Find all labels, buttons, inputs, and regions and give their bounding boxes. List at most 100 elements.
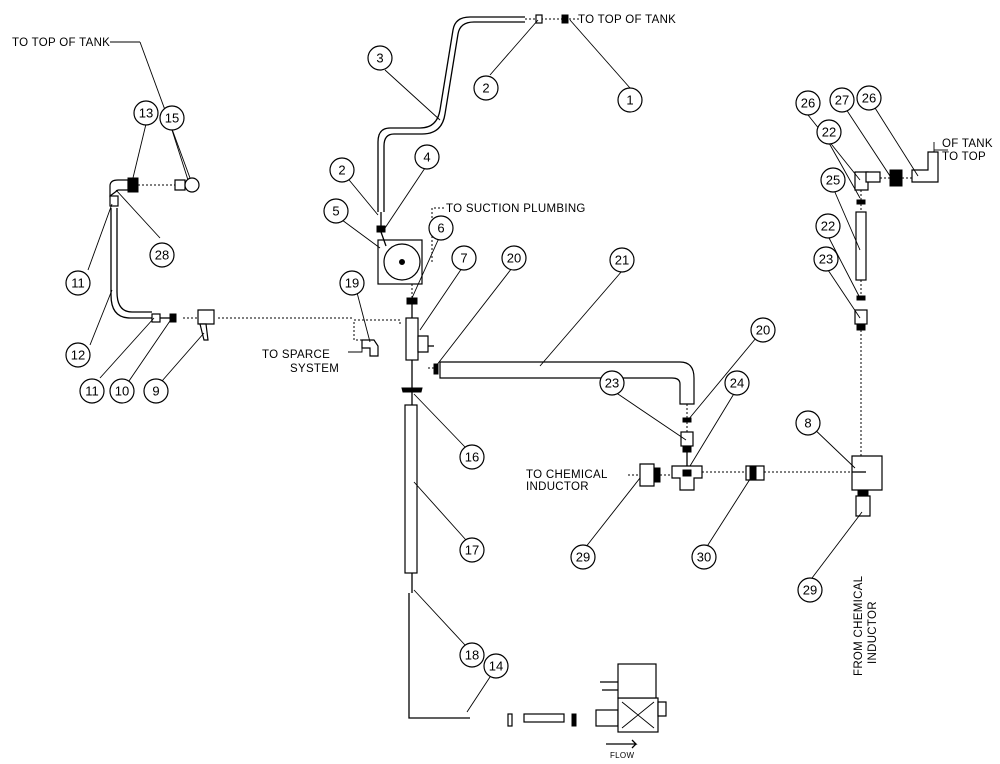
- callout-19: 19: [339, 270, 365, 296]
- hose-12: [110, 208, 152, 319]
- pipe-network: [109, 14, 948, 749]
- clamp-16: [401, 387, 423, 393]
- solenoid-wires: [600, 681, 618, 691]
- callout-14-label: 14: [489, 659, 503, 674]
- callout-23-right-label: 23: [819, 252, 833, 267]
- callout-11-lower: 11: [79, 378, 105, 404]
- fitting-2-top: [535, 14, 543, 24]
- note-top-of-tank-2: TO TOP OF TANK: [12, 37, 110, 49]
- callout-29-right-label: 29: [803, 583, 817, 598]
- elbow-26-right: [911, 151, 939, 183]
- tee-7-branch: [417, 335, 429, 353]
- callout-17-label: 17: [465, 543, 479, 558]
- callout-27: 27: [829, 87, 855, 113]
- pipe-21: [439, 361, 695, 405]
- callout-9: 9: [143, 378, 169, 404]
- hose-18: [408, 593, 470, 719]
- callout-11-lower-label: 11: [85, 384, 99, 399]
- fitting-29-left: [639, 463, 655, 487]
- callout-20-right-label: 20: [756, 323, 770, 338]
- valve-9: [197, 309, 215, 325]
- fitting-11-lower: [151, 313, 161, 323]
- callout-29-left-label: 29: [576, 550, 590, 565]
- callout-20-mid: 20: [501, 245, 527, 271]
- callout-2-mid-label: 2: [338, 163, 345, 178]
- solenoid-coil: [617, 663, 657, 699]
- note-of-tank: OF TANK: [942, 138, 993, 150]
- callout-22-lower: 22: [815, 213, 841, 239]
- leader-lines: [87, 19, 919, 713]
- elbow-26-left: [854, 171, 869, 191]
- tee-8: [851, 455, 883, 491]
- callout-20-right: 20: [750, 317, 776, 343]
- callout-13: 13: [133, 100, 159, 126]
- callout-8-label: 8: [804, 416, 811, 431]
- callout-3-label: 3: [376, 51, 383, 66]
- pump-shaft: [399, 259, 405, 265]
- callout-22-upper-label: 22: [822, 125, 836, 140]
- callout-1: 1: [617, 87, 643, 113]
- callout-22-upper: 22: [816, 119, 842, 145]
- callout-12: 12: [65, 342, 91, 368]
- clamp-14-left: [507, 713, 513, 727]
- callout-18: 18: [459, 642, 485, 668]
- callout-20-mid-label: 20: [507, 251, 521, 266]
- callout-14: 14: [483, 653, 509, 679]
- fitting-1-top: [561, 14, 569, 24]
- clamp-22-upper: [856, 199, 866, 205]
- callout-12-label: 12: [71, 348, 85, 363]
- callout-5: 5: [323, 198, 349, 224]
- clamp-20-right: [682, 417, 692, 423]
- valve-9-handle: [199, 323, 209, 341]
- suction-plumbing-line: [431, 207, 444, 262]
- clamp-22-lower: [856, 295, 866, 301]
- note-chem-inductor-line1: TO CHEMICAL: [526, 469, 608, 481]
- note-top-of-tank-1: TO TOP OF TANK: [578, 14, 676, 26]
- callout-27-label: 27: [835, 93, 849, 108]
- callout-6: 6: [428, 215, 454, 241]
- bushing-27: [889, 169, 903, 187]
- callout-6-label: 6: [437, 221, 444, 236]
- callout-23-mid: 23: [599, 370, 625, 396]
- tee-24: [671, 465, 703, 491]
- callout-26-right: 26: [856, 85, 882, 111]
- callout-4: 4: [414, 144, 440, 170]
- hose-25: [855, 211, 867, 281]
- callout-5-label: 5: [332, 204, 339, 219]
- callout-11-left: 11: [65, 270, 91, 296]
- callout-2-top-label: 2: [482, 81, 489, 96]
- callout-3: 3: [367, 45, 393, 71]
- callout-25-label: 25: [826, 173, 840, 188]
- callout-19-label: 19: [345, 276, 359, 291]
- callout-28: 28: [149, 242, 175, 268]
- callout-18-label: 18: [465, 648, 479, 663]
- note-sparce-line1: TO SPARCE: [262, 349, 330, 361]
- fitting-15-stem: [174, 179, 186, 191]
- note-chem-inductor-line2: INDUCTOR: [526, 481, 589, 493]
- fitting-23-right: [854, 309, 868, 325]
- bushing-13: [127, 177, 139, 193]
- hose-3: [377, 16, 525, 212]
- callout-29-right: 29: [797, 577, 823, 603]
- flow-arrow: [606, 739, 638, 749]
- callout-2-mid: 2: [329, 157, 355, 183]
- note-to-top: TO TOP: [942, 151, 986, 163]
- callout-8: 8: [795, 410, 821, 436]
- hose-17: [404, 404, 418, 574]
- callout-25: 25: [820, 167, 846, 193]
- callout-22-lower-label: 22: [821, 219, 835, 234]
- callout-10-label: 10: [115, 384, 129, 399]
- callout-26-left-label: 26: [801, 96, 815, 111]
- fitting-15-ball: [184, 177, 200, 193]
- elbow-19: [361, 339, 379, 357]
- callout-11-left-label: 11: [71, 276, 85, 291]
- callout-21: 21: [609, 247, 635, 273]
- fitting-11-upper: [109, 195, 119, 207]
- callout-7: 7: [451, 245, 477, 271]
- callout-1-label: 1: [626, 93, 633, 108]
- callout-16-label: 16: [465, 450, 479, 465]
- callout-30-label: 30: [697, 550, 711, 565]
- hose-14: [523, 713, 565, 723]
- callout-2-top: 2: [473, 75, 499, 101]
